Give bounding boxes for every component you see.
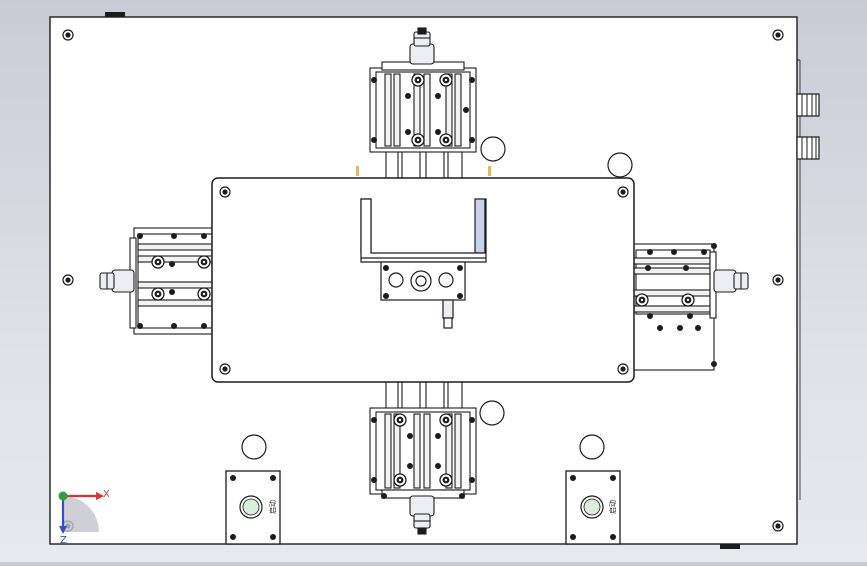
right-slide-cylinder <box>631 243 749 371</box>
plate-notch-bottom <box>720 544 740 549</box>
clearance-holes <box>241 136 633 460</box>
bottom-slide-cylinder <box>369 379 477 535</box>
triad-z-label: Z <box>60 535 67 546</box>
cable-gland-lower <box>796 136 820 160</box>
start-label-left: 启动 <box>268 500 277 514</box>
coordinate-triad: X Z <box>58 489 110 546</box>
start-button-box-right[interactable]: 启动 <box>565 470 621 545</box>
cable-gland-upper <box>796 93 820 117</box>
pin-left <box>356 166 359 176</box>
pin-right <box>488 166 491 176</box>
start-button-box-left[interactable]: 启动 <box>225 470 281 545</box>
triad-x-label: X <box>103 489 110 500</box>
gripper-block <box>380 261 466 329</box>
u-bracket <box>360 198 487 263</box>
plate-notch-top <box>105 12 125 17</box>
start-label-right: 启动 <box>608 500 617 514</box>
